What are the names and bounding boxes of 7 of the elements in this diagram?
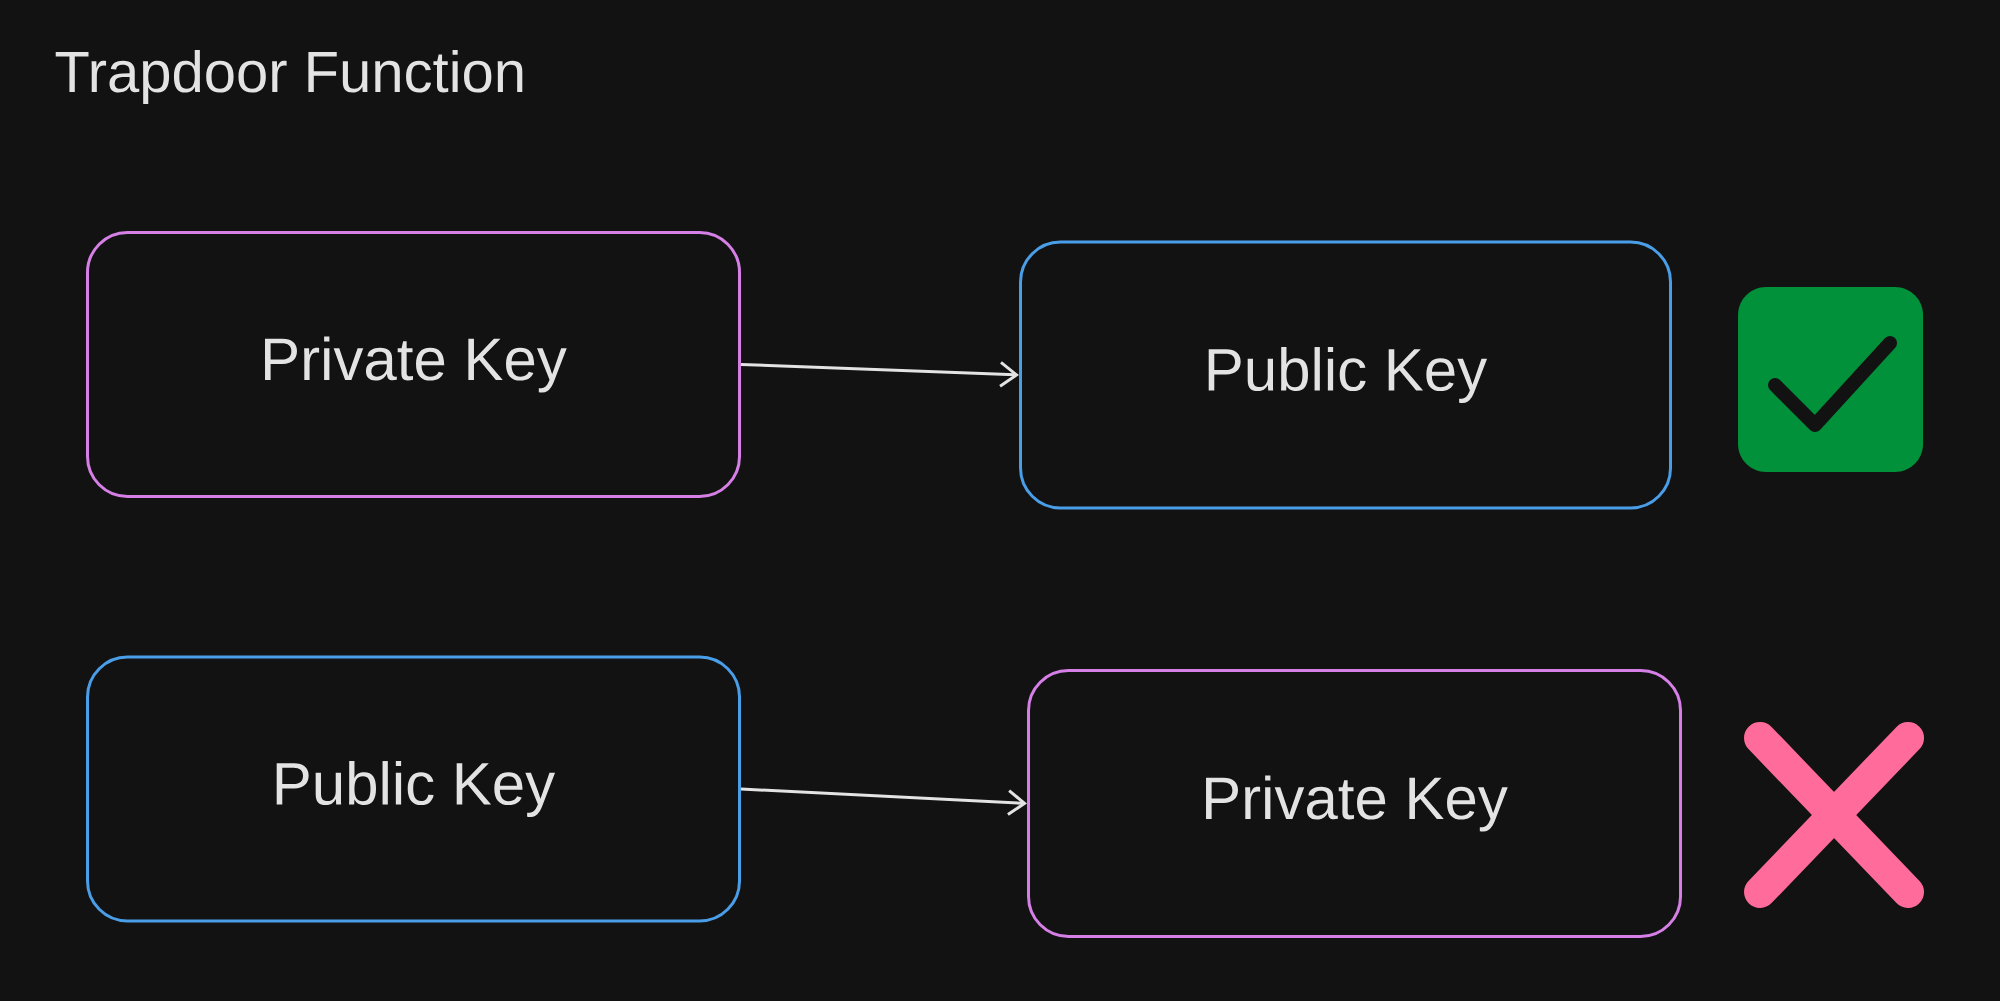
key-box: Public Key [86, 655, 741, 923]
key-box: Private Key [86, 231, 741, 498]
key-box: Public Key [1019, 240, 1673, 510]
diagram-title: Trapdoor Function [55, 49, 523, 105]
key-box: Private Key [1027, 669, 1682, 938]
arrow [740, 787, 1027, 816]
arrow [740, 361, 1019, 388]
